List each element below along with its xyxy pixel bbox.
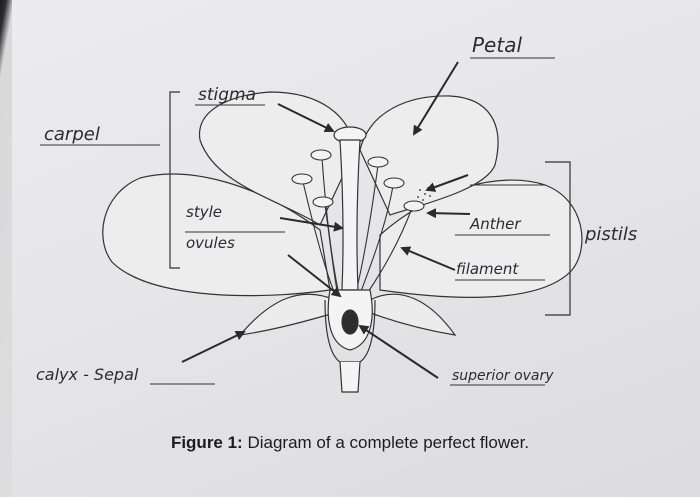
arrow-ovary — [360, 326, 438, 378]
ovule — [342, 310, 358, 334]
label-anther: Anther — [469, 215, 521, 233]
label-stigma: stigma — [198, 85, 256, 105]
anther — [313, 197, 333, 207]
anther — [292, 174, 312, 184]
filament — [356, 165, 378, 292]
label-superior-ovary: superior ovary — [452, 368, 554, 384]
figure-caption: Figure 1: Diagram of a complete perfect … — [0, 433, 700, 453]
arrow-sepal — [182, 332, 244, 362]
label-calyx-sepal: calyx - Sepal — [36, 365, 139, 384]
sepal-right — [368, 294, 455, 335]
anther — [311, 150, 331, 160]
label-pistils: pistils — [584, 224, 637, 245]
caption-figure-label: Figure 1: — [171, 433, 243, 452]
anther — [368, 157, 388, 167]
sepal-left — [240, 294, 338, 335]
caption-text: Diagram of a complete perfect flower. — [247, 433, 529, 452]
style-column — [340, 140, 360, 290]
label-petal: Petal — [472, 33, 522, 57]
anther — [384, 178, 404, 188]
label-carpel: carpel — [44, 124, 100, 145]
label-style: style — [186, 203, 222, 221]
arrow-anther — [428, 213, 470, 214]
anther — [404, 201, 424, 211]
stem — [340, 362, 360, 392]
label-filament: filament — [456, 260, 519, 278]
label-ovules: ovules — [186, 234, 235, 252]
